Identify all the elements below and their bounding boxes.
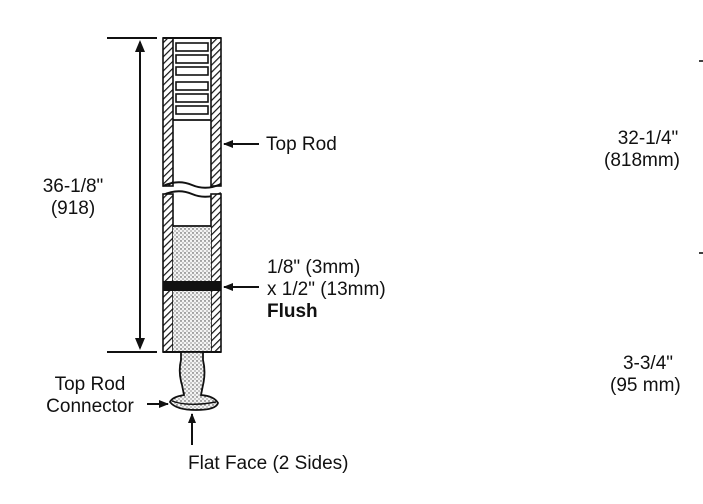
rod-lower-section	[162, 190, 222, 353]
flush-label: Flush	[267, 301, 318, 322]
top-rod-label: Top Rod	[266, 134, 337, 155]
right-dimension-1-imperial: 32-1/4"	[617, 128, 679, 149]
rod-upper-section	[162, 37, 222, 189]
right-dimension-ticks	[699, 60, 703, 254]
right-dimension-1-metric: (818mm)	[604, 150, 681, 171]
slot-size-line-2: x 1/2" (13mm)	[267, 279, 386, 300]
overall-dimension	[107, 37, 157, 353]
callout-arrows	[147, 140, 259, 445]
overall-length-imperial: 36-1/8"	[42, 176, 104, 197]
slot-size-label: 1/8" (3mm) x 1/2" (13mm) Flush	[267, 257, 386, 323]
right-dimension-1: 32-1/4" (818mm)	[604, 128, 703, 172]
right-dimension-2-metric: (95 mm)	[610, 375, 681, 396]
top-rod-connector	[168, 351, 219, 411]
overall-length-metric: (918)	[50, 198, 96, 219]
slot-size-line-1: 1/8" (3mm)	[267, 257, 361, 278]
connector-label: Top Rod Connector	[28, 374, 152, 418]
connector-line-1: Top Rod	[54, 374, 126, 395]
right-dimension-2-imperial: 3-3/4"	[622, 353, 674, 374]
connector-line-2: Connector	[46, 396, 134, 417]
flat-face-label: Flat Face (2 Sides)	[188, 453, 349, 474]
overall-length-label: 36-1/8" (918)	[33, 176, 113, 220]
right-dimension-2: 3-3/4" (95 mm)	[610, 353, 703, 397]
